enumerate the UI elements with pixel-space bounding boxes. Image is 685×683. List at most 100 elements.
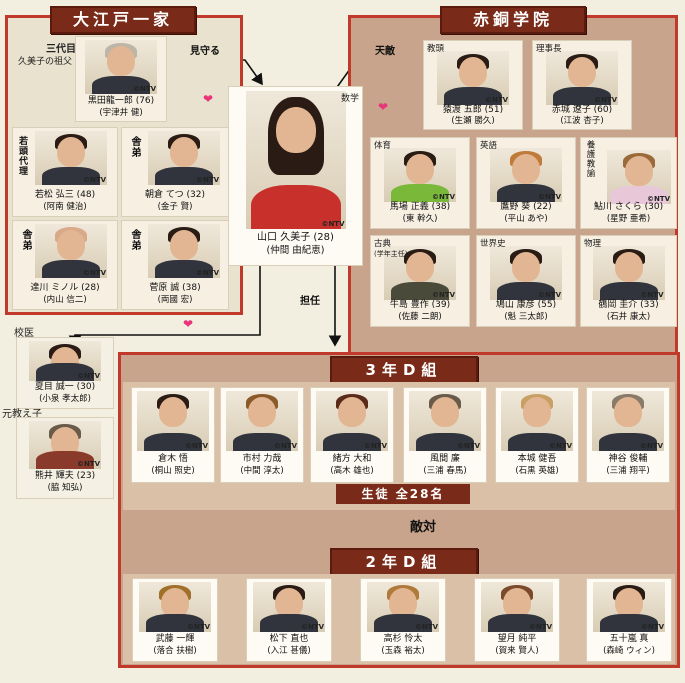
card-ayukawa[interactable]: ©NTV 養護教諭 鮎川 さくら (30) (星野 亜希)	[580, 137, 677, 229]
role-label: 舎弟	[20, 229, 31, 251]
character-name: 緒方 大和	[332, 454, 372, 464]
role-label: 理事長	[536, 44, 562, 54]
student-card[interactable]: ©NTV 望月 純平 (賀来 賢人)	[474, 578, 560, 662]
actor-name: (落合 扶樹)	[153, 646, 197, 656]
character-name: 鶴岡 圭介 (33)	[598, 300, 659, 310]
card-tatsukawa[interactable]: ©NTV 舎弟 達川 ミノル (28) (内山 信二)	[12, 220, 118, 310]
student-card[interactable]: ©NTV 緒方 大和 (高木 雄也)	[310, 387, 394, 483]
card-takano[interactable]: ©NTV 英語 鷹野 葵 (22) (平山 あや)	[476, 137, 576, 229]
role-label: 教頭	[427, 44, 445, 54]
ooe-family-title: 大江戸一家	[50, 6, 196, 34]
character-name: 松下 直也	[269, 634, 309, 644]
watermark-text: ©NTV	[484, 96, 508, 104]
student-card[interactable]: ©NTV 高杉 怜太 (玉森 裕太)	[360, 578, 446, 662]
watermark-text: ©NTV	[528, 623, 552, 631]
character-name: 馬場 正義 (38)	[389, 202, 451, 212]
card-yamaguchi[interactable]: ©NTV 数学 山口 久美子 (28) (仲間 由紀恵)	[228, 86, 363, 266]
actor-name: (森崎 ウィン)	[603, 646, 655, 656]
character-name: 本城 健吾	[517, 454, 557, 464]
tekitai-label: 敵対	[410, 520, 437, 535]
character-name: 望月 純平	[497, 634, 537, 644]
watermark-text: ©NTV	[431, 193, 455, 201]
card-akagi[interactable]: ©NTV 理事長 赤城 遼子 (60) (江波 杏子)	[532, 40, 632, 130]
character-name: 達川 ミノル (28)	[30, 283, 100, 293]
character-name: 黒田龍一郎 (76)	[87, 96, 155, 106]
watermark-text: ©NTV	[195, 176, 219, 184]
tenteki-label: 天敵	[375, 46, 395, 57]
watermark-text: ©NTV	[300, 623, 324, 631]
role-label: 舎弟	[129, 229, 140, 251]
actor-name: (平山 あや)	[504, 214, 548, 224]
role-label: 古典	[374, 239, 392, 249]
character-name: 朝倉 てつ (32)	[144, 190, 206, 200]
actor-name: (玉森 裕太)	[381, 646, 425, 656]
class3d-title: 3年D組	[330, 356, 478, 384]
heart-icon: ❤	[183, 317, 194, 331]
actor-name: (金子 賢)	[157, 202, 193, 212]
role-label: 元教え子	[2, 409, 42, 420]
student-card[interactable]: ©NTV 倉木 悟 (桐山 照史)	[131, 387, 215, 483]
character-name: 夏目 誠一 (30)	[34, 382, 96, 392]
role-label: 舎弟	[129, 136, 140, 158]
role-label: 三代目	[46, 44, 76, 55]
mimamoru-label: 見守る	[190, 46, 220, 57]
character-name: 山口 久美子 (28)	[257, 232, 334, 243]
card-saruwatari[interactable]: ©NTV 教頭 猿渡 五郎 (51) (生瀬 勝久)	[423, 40, 523, 130]
role-label: 数学	[340, 94, 359, 104]
actor-name: (両國 宏)	[157, 295, 193, 305]
card-ushijima[interactable]: ©NTV 古典 (学年主任) 牛島 豊作 (39) (佐藤 二朗)	[370, 235, 470, 327]
actor-name: (中間 淳太)	[240, 466, 284, 476]
actor-name: (賀来 賢人)	[495, 646, 539, 656]
watermark-text: ©NTV	[184, 442, 208, 450]
watermark-text: ©NTV	[639, 442, 663, 450]
actor-name: (生瀬 勝久)	[451, 116, 495, 126]
actor-name: (阿南 健治)	[43, 202, 87, 212]
character-name: 熊井 輝夫 (23)	[34, 471, 96, 481]
student-card[interactable]: ©NTV 神谷 俊輔 (三浦 翔平)	[586, 387, 670, 483]
watermark-text: ©NTV	[76, 372, 100, 380]
actor-name: (江波 杏子)	[560, 116, 604, 126]
akadou-academy-title: 赤銅学院	[440, 6, 586, 34]
card-kumai[interactable]: ©NTV 熊井 輝夫 (23) (脇 知弘)	[16, 417, 114, 499]
role-label: 養護教諭	[585, 140, 595, 178]
watermark-text: ©NTV	[646, 195, 670, 203]
student-card[interactable]: ©NTV 風間 廉 (三浦 春馬)	[403, 387, 487, 483]
heart-icon: ❤	[378, 100, 389, 114]
character-name: 倉木 悟	[158, 454, 188, 464]
card-tsuruoka[interactable]: ©NTV 物理 鶴岡 圭介 (33) (石井 康太)	[580, 235, 677, 327]
actor-name: (東 幹久)	[402, 214, 438, 224]
student-card[interactable]: ©NTV 武藤 一輝 (落合 扶樹)	[132, 578, 218, 662]
student-card[interactable]: ©NTV 本城 健吾 (石黒 英雄)	[495, 387, 579, 483]
role-label: 校医	[14, 328, 34, 339]
role-label: (学年主任)	[374, 250, 408, 258]
watermark-text: ©NTV	[82, 176, 106, 184]
character-name: 神谷 俊輔	[608, 454, 648, 464]
card-natsume[interactable]: ©NTV 夏目 誠一 (30) (小泉 孝太郎)	[16, 337, 114, 409]
actor-name: (魁 三太郎)	[504, 312, 548, 322]
actor-name: (星野 亜希)	[606, 214, 651, 224]
actor-name: (石黒 英雄)	[515, 466, 559, 476]
card-kuroda[interactable]: ©NTV 黒田龍一郎 (76) (宇津井 健)	[75, 36, 167, 122]
student-card[interactable]: ©NTV 市村 力哉 (中間 淳太)	[220, 387, 304, 483]
watermark-text: ©NTV	[640, 623, 664, 631]
watermark-text: ©NTV	[82, 269, 106, 277]
role-label: 英語	[480, 141, 498, 151]
card-asakura[interactable]: ©NTV 舎弟 朝倉 てつ (32) (金子 賢)	[121, 127, 229, 217]
card-wakamatsu[interactable]: ©NTV 若頭代理 若松 弘三 (48) (阿南 健治)	[12, 127, 118, 217]
card-hatoyama[interactable]: ©NTV 世界史 鳩山 康彦 (55) (魁 三太郎)	[476, 235, 576, 327]
watermark-text: ©NTV	[548, 442, 572, 450]
actor-name: (石井 康太)	[606, 312, 651, 322]
watermark-text: ©NTV	[537, 193, 561, 201]
watermark-text: ©NTV	[76, 460, 100, 468]
card-sugawara[interactable]: ©NTV 舎弟 菅原 誠 (38) (両國 宏)	[121, 220, 229, 310]
actor-name: (内山 信二)	[43, 295, 87, 305]
student-card[interactable]: ©NTV 松下 直也 (入江 甚儀)	[246, 578, 332, 662]
card-baba[interactable]: ©NTV 体育 馬場 正義 (38) (東 幹久)	[370, 137, 470, 229]
character-name: 赤城 遼子 (60)	[551, 105, 613, 115]
class2d-title: 2年D組	[330, 548, 478, 576]
student-card[interactable]: ©NTV 五十嵐 真 (森崎 ウィン)	[586, 578, 672, 662]
heart-icon: ❤	[203, 92, 214, 106]
tannin-label: 担任	[300, 296, 320, 307]
role-label: 体育	[374, 141, 392, 151]
actor-name: (小泉 孝太郎)	[39, 394, 91, 404]
